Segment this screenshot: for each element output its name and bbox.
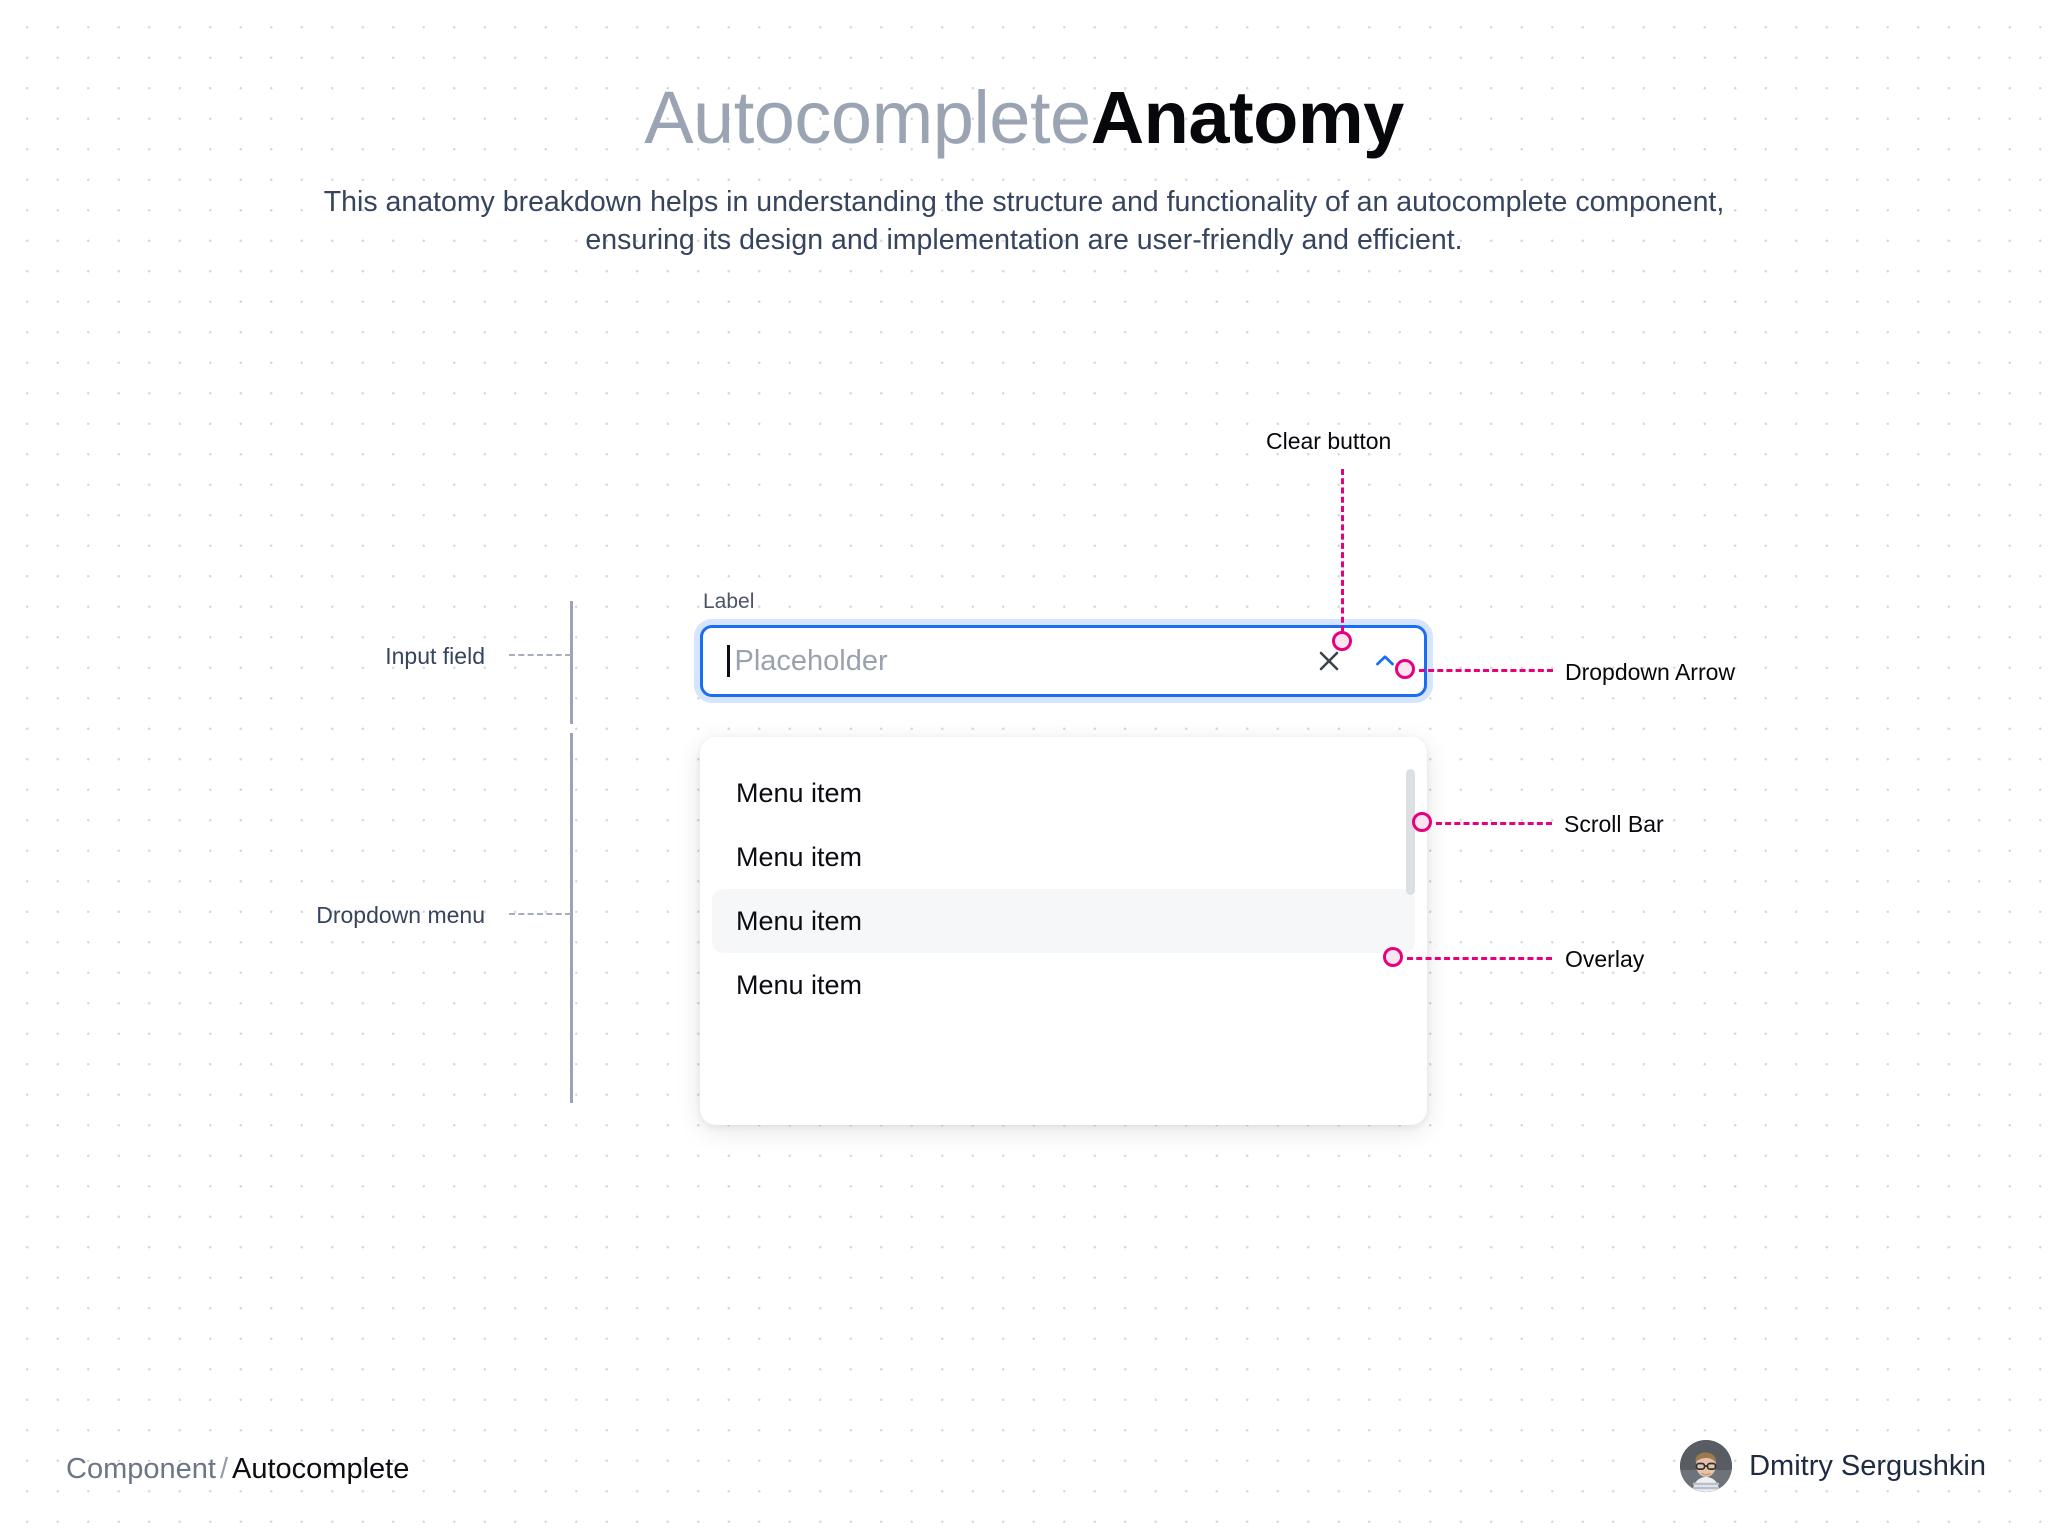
clear-button[interactable]	[1312, 644, 1346, 678]
input-field[interactable]: Placeholder	[700, 625, 1427, 697]
avatar	[1680, 1440, 1733, 1492]
menu-scrollbar[interactable]	[1406, 769, 1415, 1093]
breadcrumb-parent[interactable]: Component	[66, 1453, 216, 1485]
bracket-input-field	[570, 601, 573, 724]
callout-line-clear-button	[1341, 469, 1344, 632]
author-credit: Dmitry Sergushkin	[1680, 1440, 1986, 1492]
callout-line-dropdown-arrow	[1419, 669, 1553, 672]
callout-pin-clear-button	[1332, 631, 1352, 651]
leader-line-dropdown-menu	[509, 913, 571, 915]
callout-label-overlay: Overlay	[1565, 946, 1645, 972]
callout-pin-scroll-bar	[1412, 812, 1432, 832]
annotation-label-input-field: Input field	[385, 643, 485, 669]
dropdown-arrow-button[interactable]	[1368, 644, 1402, 678]
callout-label-clear-button: Clear button	[1266, 428, 1392, 454]
menu-item-label: Menu item	[736, 777, 863, 808]
search-input[interactable]: Placeholder	[734, 646, 888, 676]
menu-item-label: Menu item	[736, 905, 863, 936]
header: AutocompleteAnatomy This anatomy breakdo…	[0, 76, 2048, 259]
breadcrumb-current: Autocomplete	[232, 1453, 410, 1485]
dropdown-menu: Menu item Menu item Menu item Menu item	[700, 737, 1427, 1125]
menu-item[interactable]: Menu item	[712, 825, 1415, 889]
menu-item-label: Menu item	[736, 841, 863, 872]
page-title-muted: Autocomplete	[644, 76, 1091, 159]
menu-item-label: Menu item	[736, 969, 863, 1000]
callout-line-overlay	[1407, 957, 1552, 960]
menu-scrollbar-thumb[interactable]	[1406, 769, 1415, 895]
page-title-strong: Anatomy	[1090, 76, 1405, 159]
page-subtitle-text: This anatomy breakdown helps in understa…	[323, 185, 1725, 256]
menu-item-highlighted[interactable]: Menu item	[712, 889, 1415, 953]
page-title: AutocompleteAnatomy	[0, 76, 2048, 160]
callout-pin-overlay	[1383, 947, 1403, 967]
autocomplete-component: Label Placeholder Menu item Menu item	[700, 590, 1427, 1125]
breadcrumb-separator: /	[219, 1453, 228, 1485]
page-subtitle: This anatomy breakdown helps in understa…	[0, 184, 2048, 260]
breadcrumb: Component/Autocomplete	[66, 1455, 409, 1484]
menu-item[interactable]: Menu item	[712, 953, 1415, 1017]
callout-label-scroll-bar: Scroll Bar	[1564, 811, 1664, 837]
text-caret	[727, 645, 730, 677]
callout-pin-dropdown-arrow	[1395, 659, 1415, 679]
bracket-dropdown-menu	[570, 733, 573, 1103]
input-label: Label	[703, 590, 755, 613]
callout-line-scroll-bar	[1436, 822, 1552, 825]
leader-line-input-field	[509, 654, 571, 656]
annotation-label-dropdown-menu: Dropdown menu	[316, 902, 485, 928]
menu-item[interactable]: Menu item	[712, 761, 1415, 825]
callout-label-dropdown-arrow: Dropdown Arrow	[1565, 659, 1736, 685]
author-name: Dmitry Sergushkin	[1749, 1449, 1986, 1482]
